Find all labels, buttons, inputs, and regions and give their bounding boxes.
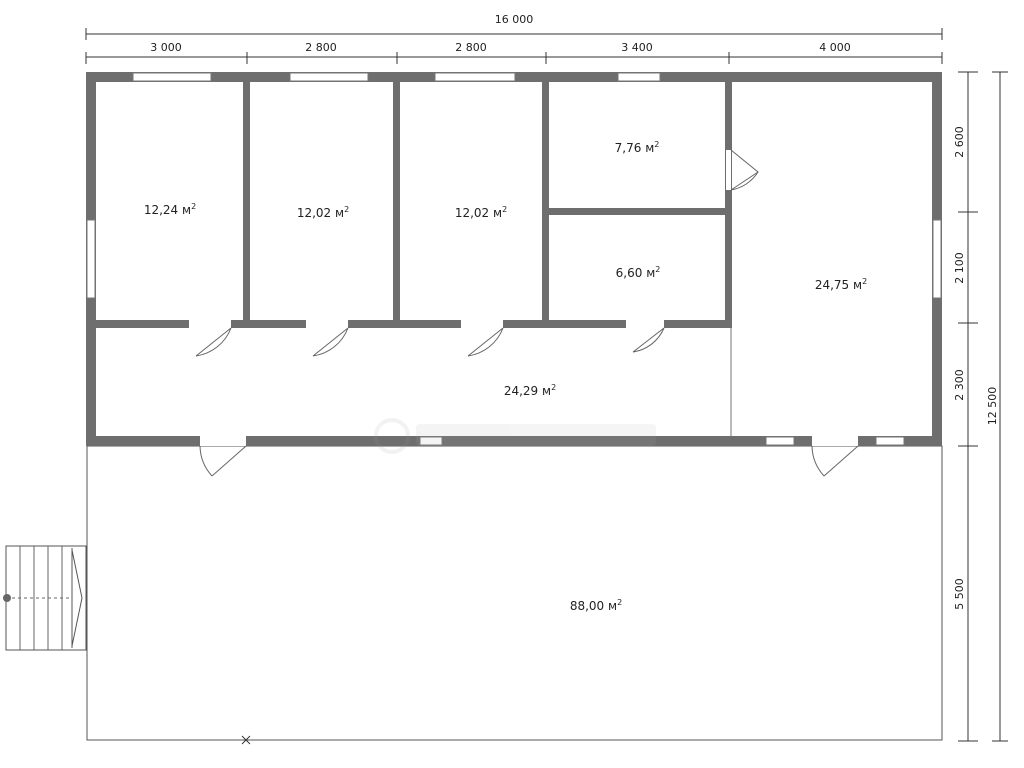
window-top-3 — [434, 72, 516, 82]
window-bottom-1 — [419, 436, 443, 446]
corridor-area: 24,29 м2 — [504, 383, 556, 398]
total-width-label: 16 000 — [495, 13, 534, 26]
door-entrance-2 — [811, 445, 859, 477]
window-left — [86, 219, 96, 299]
room-5-area: 6,60 м2 — [616, 265, 661, 280]
door-room-4 — [730, 149, 759, 191]
door-entrance-1 — [199, 445, 247, 477]
width-segment-1: 3 000 — [150, 41, 182, 54]
room-6-area: 24,75 м2 — [815, 277, 867, 292]
height-segment-2: 2 100 — [953, 252, 966, 284]
total-height-label: 12 500 — [986, 387, 999, 426]
width-segment-4: 3 400 — [621, 41, 653, 54]
windows — [86, 72, 942, 446]
right-dimensions: 2 600 2 100 2 300 5 500 12 500 — [953, 71, 1008, 742]
door-room-2 — [312, 327, 349, 357]
window-bottom-2 — [765, 436, 795, 446]
window-top-1 — [132, 72, 212, 82]
height-segment-1: 2 600 — [953, 126, 966, 158]
window-top-2 — [289, 72, 369, 82]
terrace-area: 88,00 м2 — [570, 598, 622, 613]
height-segment-3: 2 300 — [953, 369, 966, 401]
stairs — [3, 545, 87, 651]
doors — [189, 149, 859, 477]
door-room-5 — [632, 327, 665, 353]
room-2-area: 12,02 м2 — [297, 205, 349, 220]
terrace-bottom-mark — [241, 735, 251, 745]
room-4-area: 7,76 м2 — [615, 140, 660, 155]
width-segment-5: 4 000 — [819, 41, 851, 54]
window-bottom-3 — [875, 436, 905, 446]
watermark — [374, 418, 656, 454]
top-dimensions: 16 000 3 000 2 800 2 800 3 400 4 000 — [85, 13, 943, 64]
height-segment-4: 5 500 — [953, 578, 966, 610]
door-room-1 — [195, 327, 232, 357]
terrace-outline — [86, 445, 943, 741]
room-3-area: 12,02 м2 — [455, 205, 507, 220]
door-room-3 — [467, 327, 504, 357]
width-segment-2: 2 800 — [305, 41, 337, 54]
window-top-4 — [617, 72, 661, 82]
width-segment-3: 2 800 — [455, 41, 487, 54]
room-1-area: 12,24 м2 — [144, 202, 196, 217]
window-right — [932, 219, 942, 299]
